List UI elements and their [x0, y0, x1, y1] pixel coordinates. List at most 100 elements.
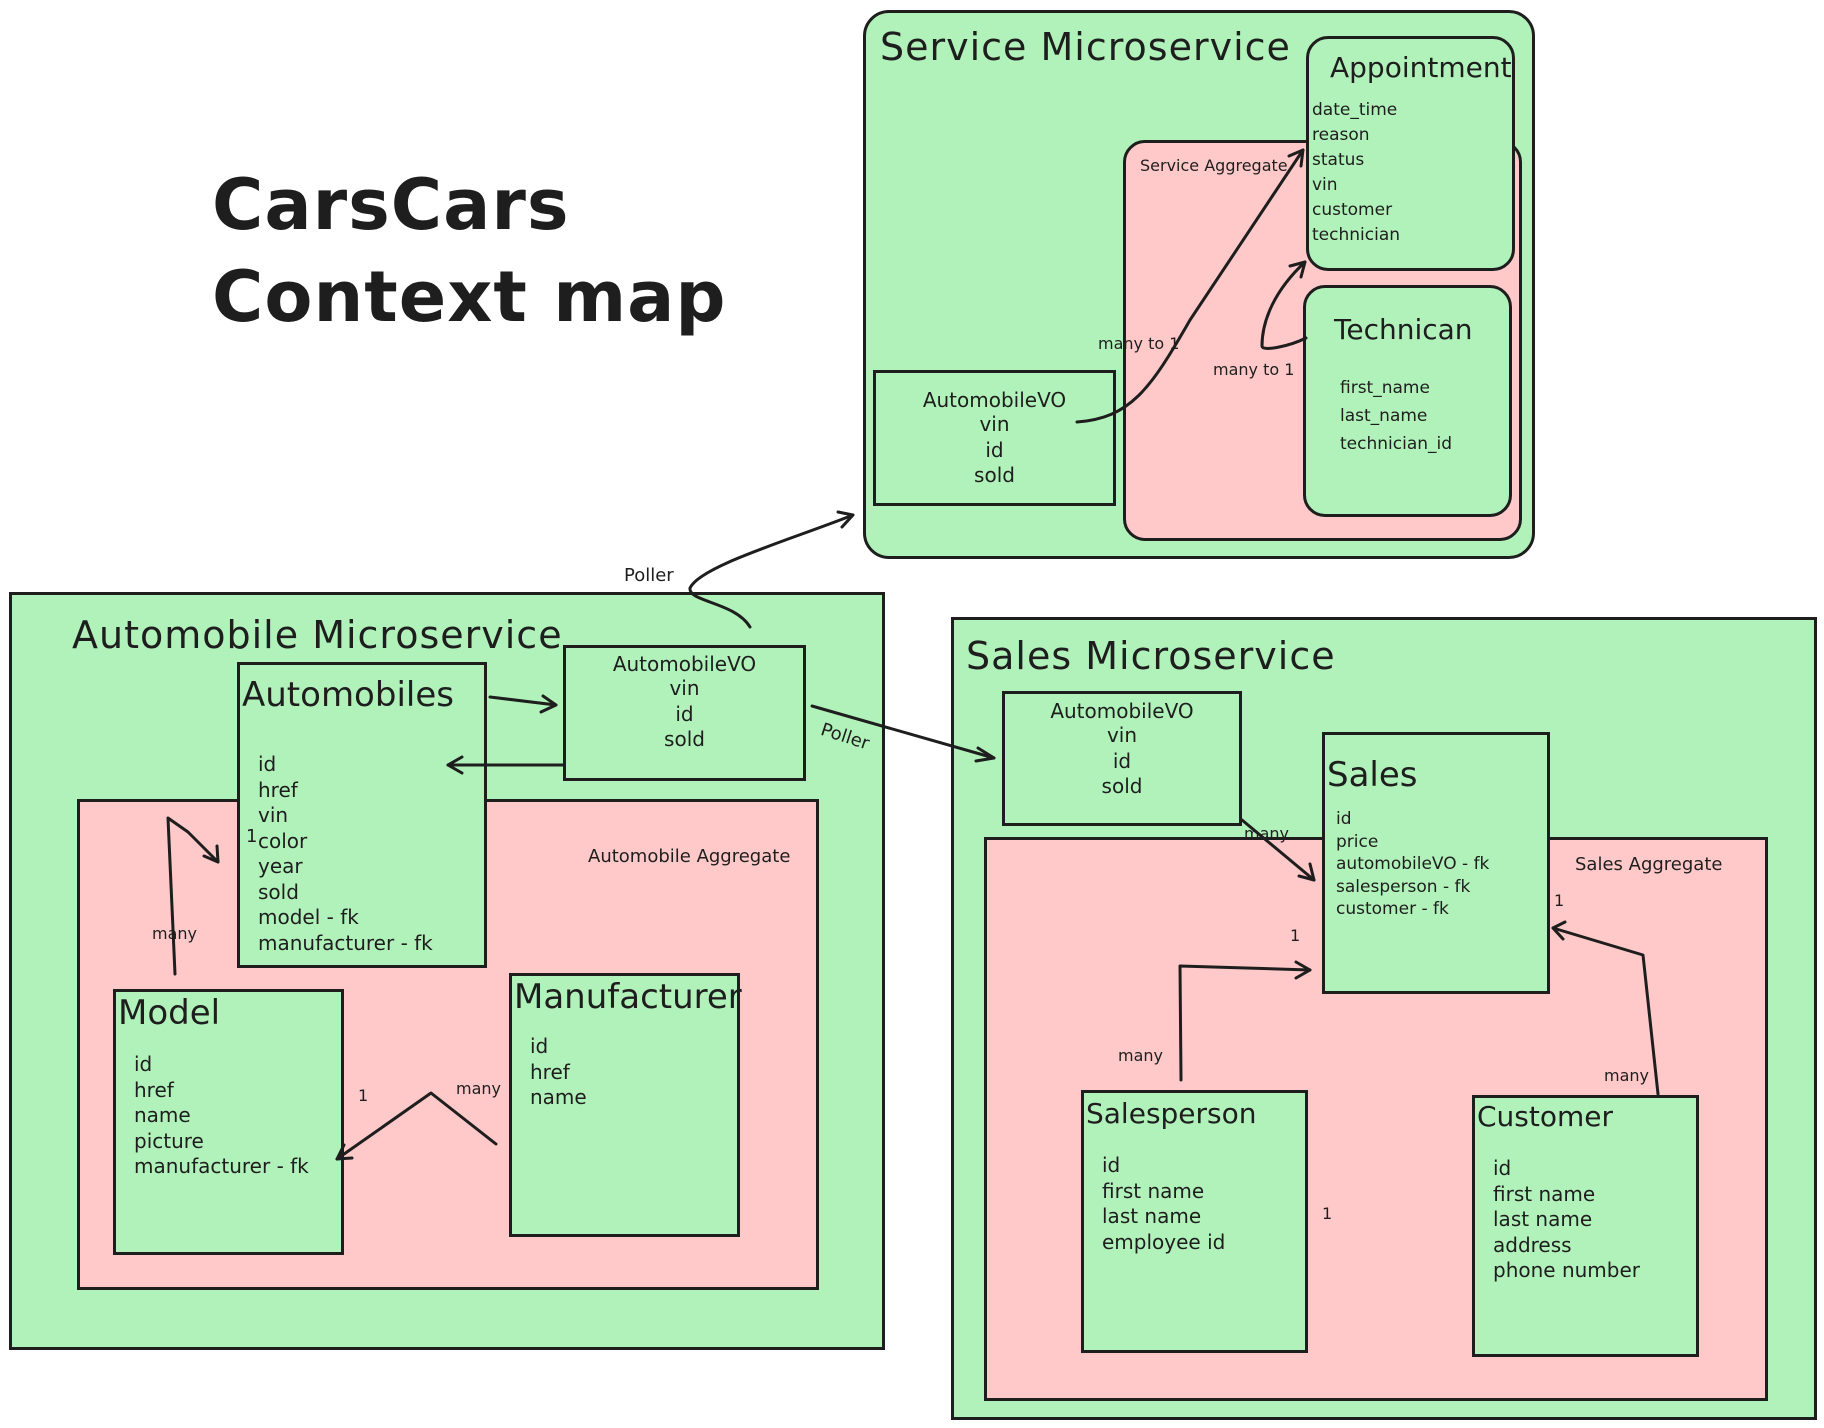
service-vo-relation-label: many to 1 [1098, 334, 1180, 353]
poller-to-service-arrow [688, 513, 855, 629]
poller-service-label: Poller [624, 565, 674, 586]
entity-field: last_name [1340, 406, 1428, 426]
technician-entity-title: Technican [1334, 313, 1473, 346]
diagram-title-line2: Context map [212, 256, 727, 338]
entity-field: model - fk [258, 905, 359, 929]
entity-field: id [1493, 1156, 1512, 1180]
model-one-mark: 1 [358, 1086, 369, 1105]
sales-automobilevo-box [1002, 691, 1242, 826]
salesperson-to-sales-arrow [1178, 964, 1312, 1082]
entity-field: sold [258, 879, 299, 904]
entity-field: address [1493, 1232, 1572, 1257]
automobiles-color-one-mark: 1 [246, 826, 258, 847]
automobile-aggregate-label: Automobile Aggregate [588, 846, 791, 867]
entity-field: employee id [1102, 1229, 1226, 1254]
salesperson-entity-title: Salesperson [1086, 1097, 1257, 1130]
entity-field: price [1336, 831, 1379, 852]
entity-field: href [530, 1059, 570, 1084]
entity-field: manufacturer - fk [134, 1154, 309, 1178]
manufacturer-to-model-arrow [335, 1091, 498, 1161]
automobile-microservice-title: Automobile Microservice [72, 613, 563, 657]
entity-field: sold [664, 727, 705, 751]
poller-to-sales-arrowhead [974, 746, 996, 763]
service-automobilevo-name: AutomobileVO [922, 388, 1067, 412]
service-aggregate-label: Service Aggregate [1140, 156, 1288, 175]
manufacturer-to-model-arrowhead [335, 1143, 354, 1161]
entity-field: href [134, 1077, 174, 1102]
entity-field: technician_id [1340, 434, 1453, 454]
entity-field: reason [1312, 125, 1370, 145]
entity-field: first name [1493, 1181, 1596, 1206]
entity-field: id [530, 1034, 549, 1058]
poller-to-sales-arrow [810, 704, 996, 760]
entity-field: id [1102, 1153, 1121, 1177]
salesperson-many-mark: many [1118, 1046, 1163, 1065]
entity-field: manufacturer - fk [258, 930, 433, 955]
diagram-title-line1: CarsCars [212, 164, 570, 246]
automobiles-to-vo-arrow [488, 695, 558, 707]
entity-field: name [134, 1103, 191, 1127]
poller-to-service-arrowhead [836, 510, 855, 529]
model-to-automobiles-arrow [166, 816, 220, 976]
salesperson-to-sales-arrowhead [1294, 960, 1312, 980]
entity-field: vin [669, 676, 700, 700]
technician-entity-box [1303, 285, 1512, 517]
entity-field: phone number [1493, 1258, 1641, 1282]
sales-entity-box [1322, 732, 1550, 994]
automobile-automobilevo-box [563, 645, 806, 781]
entity-field: automobileVO - fk [1336, 854, 1490, 874]
entity-field: vin [258, 803, 289, 827]
entity-field: first_name [1340, 378, 1430, 398]
sales-one-mark-left: 1 [1290, 926, 1301, 945]
sales-entity-title: Sales [1327, 755, 1418, 795]
manufacturer-many-mark: many [456, 1079, 501, 1098]
service-vo-to-appointment-arrow [1075, 148, 1305, 424]
entity-field: id [985, 437, 1004, 462]
entity-field: date_time [1312, 100, 1398, 120]
entity-field: sold [974, 463, 1015, 487]
entity-field: id [258, 752, 277, 776]
customer-entity-title: Customer [1477, 1100, 1614, 1133]
entity-field: id [1112, 748, 1132, 773]
sales-microservice-title: Sales Microservice [966, 634, 1336, 678]
automobiles-to-vo-arrowhead [539, 694, 558, 714]
entity-field: vin [1312, 175, 1338, 195]
appointment-entity-title: Appointment [1330, 51, 1512, 84]
sales-vo-to-sales-arrowhead [1297, 862, 1316, 882]
technician-to-appointment-arrowhead [1288, 260, 1307, 279]
model-entity-box [113, 989, 344, 1255]
manufacturer-entity-title: Manufacturer [514, 977, 742, 1017]
entity-field: last name [1493, 1207, 1593, 1231]
entity-field: customer [1312, 200, 1393, 220]
entity-field: technician [1312, 225, 1401, 245]
vo-to-automobiles-arrowhead [446, 755, 464, 775]
manufacturer-entity-box [509, 973, 740, 1237]
sales-vo-to-sales-arrow [1240, 818, 1316, 882]
automobiles-entity-title: Automobiles [242, 675, 454, 715]
model-to-automobiles-arrowhead [202, 844, 220, 864]
service-automobilevo-box [873, 370, 1116, 506]
entity-field: picture [134, 1128, 204, 1153]
entity-field: status [1312, 150, 1365, 170]
automobiles-entity-box [237, 662, 487, 968]
customer-entity-box [1472, 1095, 1699, 1357]
entity-field: sold [1101, 774, 1143, 798]
service-tech-relation-label: many to 1 [1213, 360, 1295, 379]
sales-aggregate-label: Sales Aggregate [1575, 854, 1723, 875]
entity-field: last name [1102, 1204, 1202, 1228]
automobile-automobilevo-name: AutomobileVO [612, 652, 757, 676]
technician-to-appointment-arrow [1260, 260, 1308, 350]
entity-field: color [258, 828, 308, 853]
technician-entity-fields: first_name last_name technician_id [1340, 374, 1452, 458]
entity-field: id [134, 1052, 153, 1076]
salesperson-one-mark: 1 [1322, 1204, 1333, 1223]
